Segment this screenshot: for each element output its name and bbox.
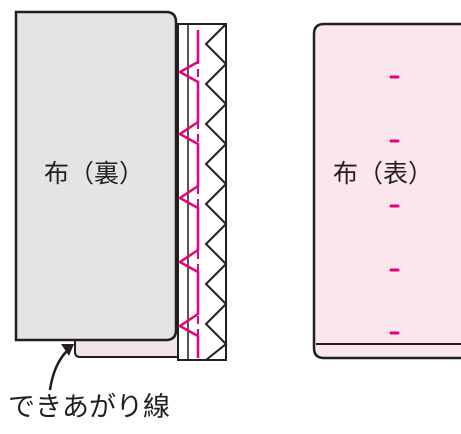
fabric-back-body	[14, 10, 178, 342]
fabric-front-label: 布（表）	[333, 159, 434, 188]
annotation-arrow	[48, 344, 74, 391]
fabric-back-label: 布（裏）	[44, 159, 145, 188]
finish-line-label: できあがり線	[8, 392, 170, 423]
pink-stitch-marks	[389, 75, 400, 335]
pink-stitch	[177, 30, 200, 358]
fabric-front-body	[312, 22, 461, 360]
fabric-front-panel	[312, 22, 461, 360]
zigzag-stitch	[204, 23, 228, 361]
fabric-back-panel	[14, 10, 228, 361]
